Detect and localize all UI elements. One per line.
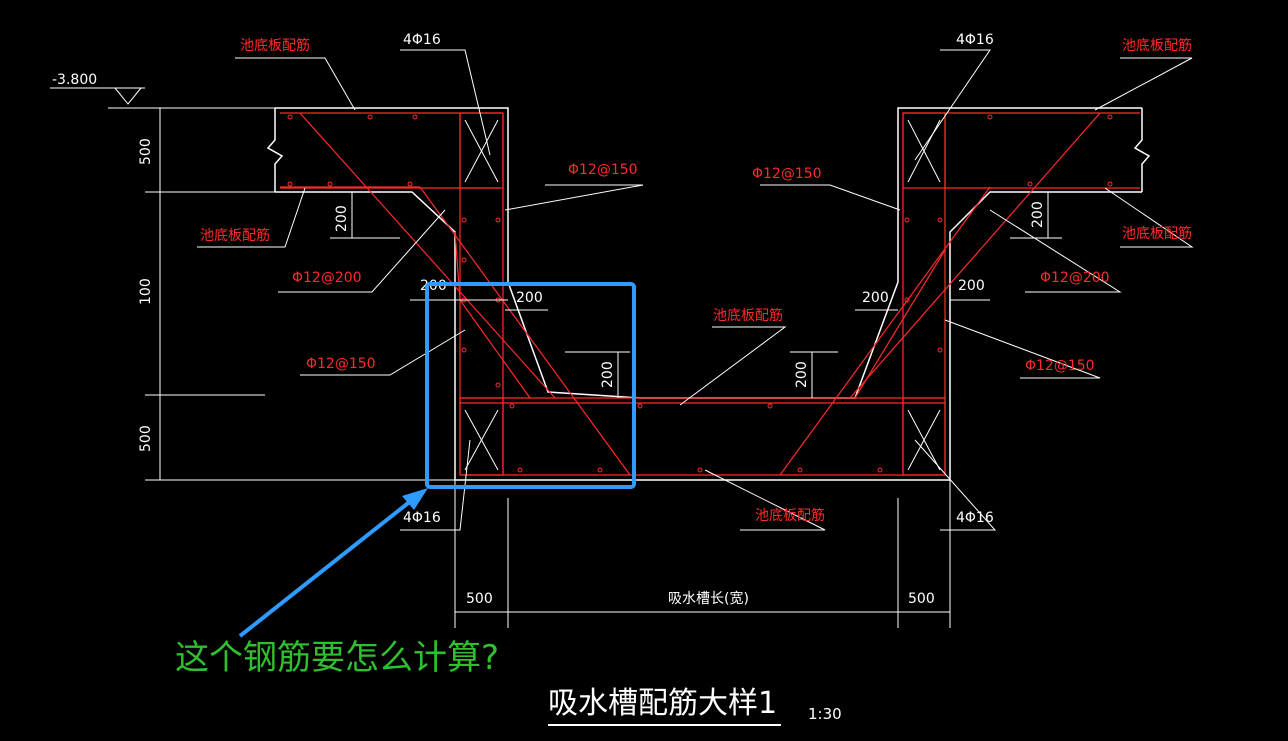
question-text: 这个钢筋要怎么计算? <box>175 638 500 678</box>
dim-left-lower: 500 <box>138 425 154 452</box>
dim-haunch-h-right-inner: 200 <box>862 290 889 306</box>
dim-haunch-v-left: 200 <box>334 205 350 232</box>
label-corner-bars-bottom-left: 4Φ16 <box>403 510 441 526</box>
dimension-lines <box>50 87 1062 628</box>
drawing-title: 吸水槽配筋大样1 <box>548 678 782 726</box>
label-pool-bottom-top-left: 池底板配筋 <box>240 37 310 54</box>
dim-haunch-h-right-outer: 200 <box>958 278 985 294</box>
concrete-outline <box>266 107 1151 481</box>
label-stirrup-right-lower: Φ12@150 <box>1025 358 1095 374</box>
label-corner-bars-top-right: 4Φ16 <box>956 32 994 48</box>
dim-bottom-left: 500 <box>466 591 493 607</box>
label-corner-bars-bottom-right: 4Φ16 <box>956 510 994 526</box>
label-haunch-left: Φ12@200 <box>292 270 362 286</box>
highlight-box <box>425 282 636 489</box>
label-stirrup-left-lower: Φ12@150 <box>306 356 376 372</box>
rebar-lines <box>280 112 1140 476</box>
label-pool-bottom-mid-left: 池底板配筋 <box>200 227 270 244</box>
label-pool-bottom-mid-right: 池底板配筋 <box>1122 225 1192 242</box>
dim-haunch-v-center-left: 200 <box>600 361 616 388</box>
rebar-dots <box>287 114 1113 473</box>
label-corner-bars-top-left: 4Φ16 <box>403 32 441 48</box>
label-pool-bottom-center: 池底板配筋 <box>713 307 783 324</box>
leader-lines <box>197 49 1194 531</box>
dim-left-middle: 100 <box>138 278 154 305</box>
label-pool-bottom-lower: 池底板配筋 <box>755 507 825 524</box>
dim-bottom-right: 500 <box>908 591 935 607</box>
dim-bottom-middle: 吸水槽长(宽) <box>668 590 749 607</box>
dim-haunch-v-center-right: 200 <box>794 361 810 388</box>
label-haunch-right: Φ12@200 <box>1040 270 1110 286</box>
pointer-arrow <box>238 488 428 638</box>
dim-haunch-v-right: 200 <box>1030 201 1046 228</box>
dim-haunch-h-left-inner: 200 <box>516 290 543 306</box>
label-stirrup-right-upper: Φ12@150 <box>752 166 822 182</box>
label-pool-bottom-top-right: 池底板配筋 <box>1122 37 1192 54</box>
dim-left-upper: 500 <box>138 138 154 165</box>
drawing-scale: 1:30 <box>808 705 842 723</box>
level-mark: -3.800 <box>52 72 97 88</box>
label-stirrup-left-upper: Φ12@150 <box>568 162 638 178</box>
